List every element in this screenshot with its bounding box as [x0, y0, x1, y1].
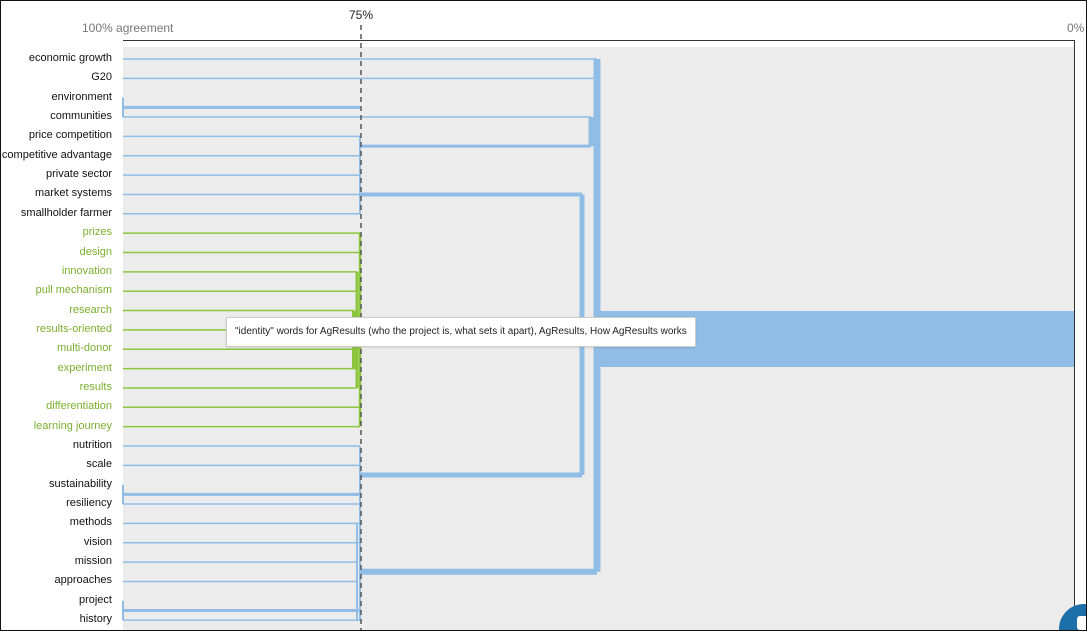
leaf-label: mission [74, 555, 112, 568]
leaf-label: nutrition [72, 439, 112, 451]
axis-right-edge [1074, 40, 1075, 630]
leaf-label: experiment [57, 361, 112, 374]
leaf-label: sustainability [49, 477, 112, 490]
leaf-label: results [79, 380, 112, 393]
leaf-label: competitive advantage [1, 148, 112, 161]
leaf-label: innovation [61, 264, 112, 277]
leaf-label: results-oriented [36, 322, 112, 335]
axis-label-zero: 0% [1067, 21, 1085, 35]
leaf-label: approaches [54, 574, 113, 587]
leaf-label: research [69, 303, 112, 316]
leaf-label: smallholder farmer [20, 206, 112, 219]
leaf-label: private sector [45, 168, 112, 181]
leaf-label: market systems [34, 187, 112, 200]
leaf-label: communities [50, 110, 112, 123]
leaf-label: vision [83, 535, 112, 548]
cluster-tooltip: "identity" words for AgResults (who the … [226, 317, 696, 347]
leaf-label: resiliency [66, 497, 112, 510]
leaf-label: design [79, 245, 112, 258]
leaf-label: environment [51, 90, 112, 103]
leaf-label: methods [69, 516, 112, 529]
leaf-label: price competition [28, 129, 112, 142]
leaf-label: prizes [82, 226, 112, 239]
leaf-label: economic growth [28, 52, 112, 64]
leaf-label: multi-donor [56, 342, 112, 355]
axis-label-full-agreement: 100% agreement [82, 21, 174, 35]
axis-line [123, 40, 1074, 41]
leaf-label: project [78, 593, 112, 606]
leaf-label: pull mechanism [35, 284, 112, 297]
leaf-label: G20 [91, 71, 112, 84]
leaf-label: differentiation [46, 400, 112, 413]
threshold-label: 75% [349, 8, 374, 22]
leaf-label: scale [86, 458, 112, 471]
leaf-label: learning journey [33, 419, 112, 432]
leaf-label: history [79, 613, 112, 626]
